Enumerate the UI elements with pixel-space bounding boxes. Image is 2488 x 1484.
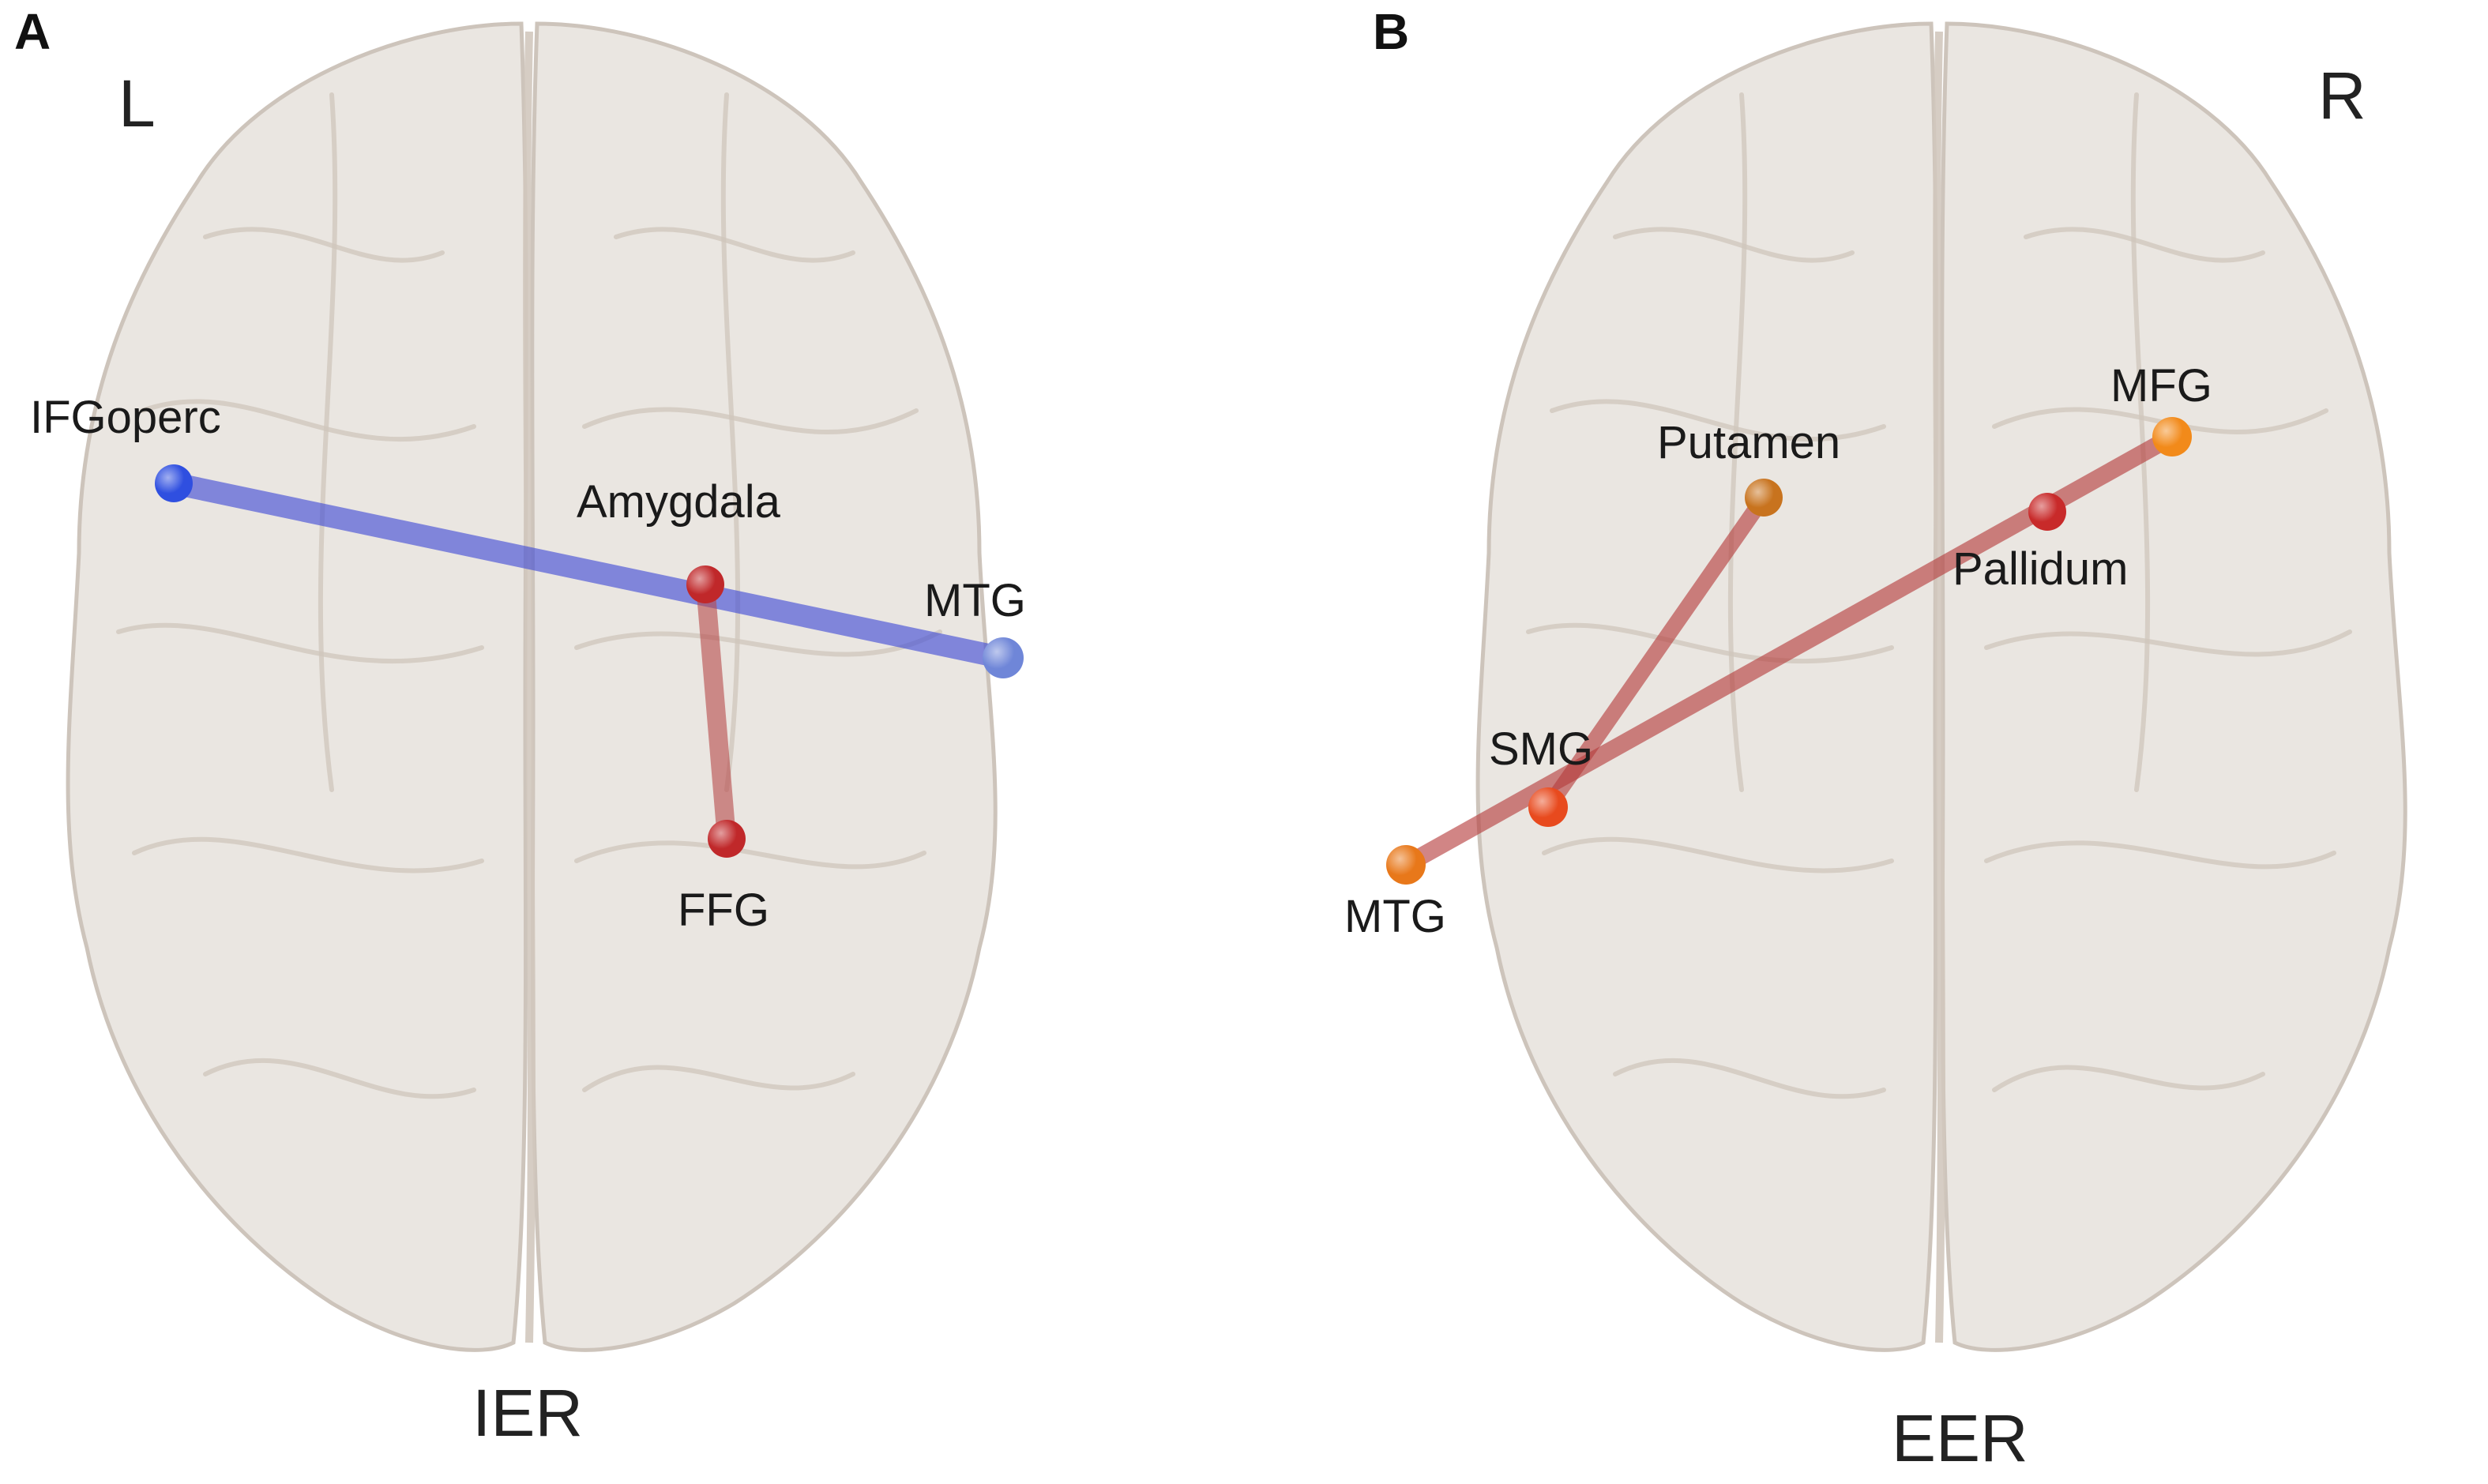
gyrus-line bbox=[1613, 227, 1855, 263]
gyrus-line bbox=[1613, 1058, 1886, 1099]
node-label-pallidum: Pallidum bbox=[1952, 543, 2128, 595]
brain-a bbox=[66, 21, 998, 1352]
node-mtg-b bbox=[1386, 845, 1426, 885]
node-label-ffg: FFG bbox=[678, 885, 769, 936]
node-smg bbox=[1528, 787, 1568, 827]
gyrus-line bbox=[203, 227, 445, 263]
gyrus-line bbox=[1984, 840, 2336, 870]
gyrus-line bbox=[1526, 622, 1894, 664]
edge-ifgoperc-mtg bbox=[163, 472, 1014, 669]
gyrus-line bbox=[140, 399, 476, 442]
node-label-ifgoperc: IFGoperc bbox=[30, 392, 221, 443]
panel-a: A L IFGoperc Amygdala MTG FFG IER bbox=[14, 3, 1026, 1450]
hemisphere-side-label: L bbox=[118, 66, 156, 141]
left-hemisphere-a bbox=[66, 21, 528, 1352]
gyrus-line bbox=[720, 92, 741, 792]
gyrus-line bbox=[582, 407, 919, 435]
panel-letter-b: B bbox=[1373, 3, 1409, 60]
node-label-amygdala: Amygdala bbox=[577, 476, 781, 528]
condition-label-b: EER bbox=[1892, 1401, 2028, 1475]
gyrus-line bbox=[2130, 92, 2151, 792]
gyrus-line bbox=[582, 1065, 855, 1092]
right-hemisphere-a bbox=[530, 21, 998, 1352]
gyrus-line bbox=[132, 836, 484, 873]
node-label-smg: SMG bbox=[1489, 723, 1593, 775]
gyrus-line bbox=[1984, 629, 2352, 657]
edge-amygdala-ffg bbox=[696, 575, 736, 848]
node-label-mfg: MFG bbox=[2110, 360, 2212, 411]
gyrus-line bbox=[1992, 1065, 2265, 1092]
node-pallidum bbox=[2028, 493, 2066, 531]
node-mfg bbox=[2152, 417, 2192, 456]
node-mtg-a bbox=[983, 637, 1024, 678]
condition-label-a: IER bbox=[472, 1376, 583, 1450]
node-label-mtg-a: MTG bbox=[924, 575, 1026, 626]
midline-a bbox=[523, 31, 536, 1343]
node-ifgoperc bbox=[155, 464, 193, 502]
panel-letter-a: A bbox=[14, 3, 51, 60]
gyrus-line bbox=[574, 840, 926, 870]
gyrus-line bbox=[318, 92, 338, 792]
hemisphere-side-label: R bbox=[2318, 58, 2366, 133]
gyrus-line bbox=[116, 622, 484, 664]
gyrus-line bbox=[1542, 836, 1894, 873]
node-label-mtg-b: MTG bbox=[1344, 891, 1446, 942]
panel-b: B R MFG Putamen Pallidum SMG bbox=[1344, 3, 2407, 1475]
gyrus-line bbox=[203, 1058, 476, 1099]
midline-b bbox=[1933, 31, 1945, 1343]
node-label-putamen: Putamen bbox=[1657, 417, 1840, 468]
brain-b bbox=[1475, 21, 2407, 1352]
node-amygdala bbox=[686, 565, 724, 603]
gyrus-line bbox=[614, 227, 855, 263]
node-ffg bbox=[708, 820, 746, 858]
right-hemisphere-b bbox=[1940, 21, 2407, 1352]
node-putamen bbox=[1745, 479, 1783, 517]
gyrus-line bbox=[2024, 227, 2265, 263]
gyrus-line bbox=[1550, 399, 1886, 442]
gyrus-line bbox=[574, 629, 942, 657]
